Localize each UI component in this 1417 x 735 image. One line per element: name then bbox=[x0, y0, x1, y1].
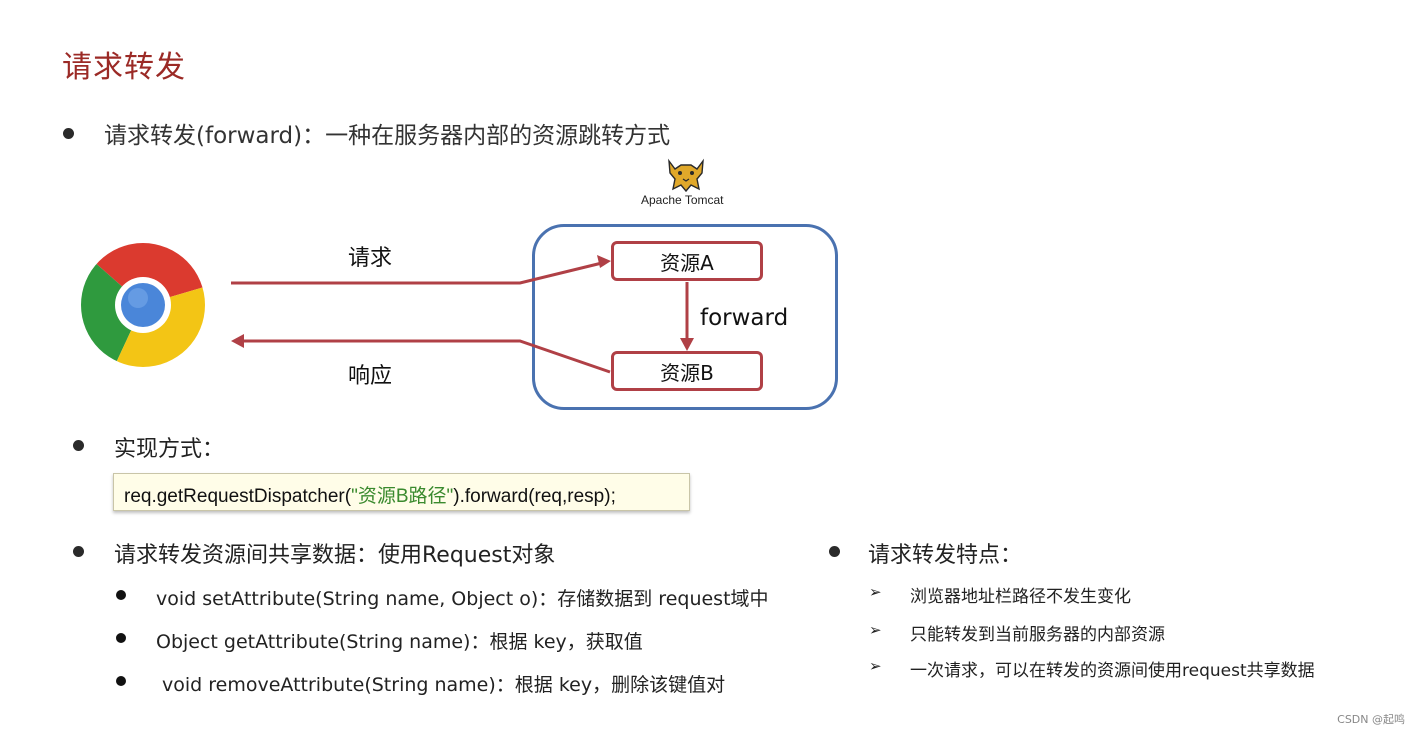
bullet-dot bbox=[116, 590, 126, 600]
bullet-dot bbox=[73, 440, 84, 451]
response-arrow-line bbox=[240, 339, 611, 374]
resource-b-label: 资源B bbox=[660, 360, 714, 385]
watermark: CSDN @起鸣 bbox=[1337, 713, 1405, 726]
feature-item: 浏览器地址栏路径不发生变化 bbox=[910, 587, 1131, 607]
browser-icon bbox=[81, 243, 205, 367]
code-string: "资源B路径" bbox=[351, 486, 454, 507]
intro-text: 请求转发(forward)：一种在服务器内部的资源跳转方式 bbox=[104, 123, 671, 149]
code-prefix: req.getRequestDispatcher( bbox=[124, 486, 352, 507]
response-arrowhead bbox=[231, 334, 244, 348]
feature-item: 一次请求，可以在转发的资源间使用request共享数据 bbox=[910, 661, 1315, 681]
implementation-heading: 实现方式： bbox=[114, 437, 225, 462]
request-arrow-line bbox=[231, 260, 607, 285]
sharing-heading: 请求转发资源间共享数据：使用Request对象 bbox=[114, 543, 556, 568]
code-suffix: ).forward(req,resp); bbox=[453, 486, 616, 507]
bullet-dot bbox=[63, 128, 74, 139]
bullet-dot bbox=[116, 633, 126, 643]
bullet-dot bbox=[829, 546, 840, 557]
features-heading: 请求转发特点： bbox=[868, 543, 1023, 568]
chevron-right-icon: ➢ bbox=[869, 583, 882, 601]
forward-arrowhead bbox=[680, 338, 694, 351]
api-item-set-attribute: void setAttribute(String name, Object o)… bbox=[156, 588, 769, 610]
api-item-get-attribute: Object getAttribute(String name)：根据 key，… bbox=[156, 631, 643, 653]
resource-a-label: 资源A bbox=[660, 250, 714, 275]
request-arrowhead bbox=[597, 255, 611, 268]
tomcat-icon bbox=[668, 158, 704, 193]
bullet-dot bbox=[116, 676, 126, 686]
chevron-right-icon: ➢ bbox=[869, 657, 882, 675]
page-title: 请求转发 bbox=[62, 50, 186, 85]
resource-a-box: 资源A bbox=[611, 241, 763, 281]
code-snippet: req.getRequestDispatcher("资源B路径").forwar… bbox=[113, 473, 690, 511]
resource-b-box: 资源B bbox=[611, 351, 763, 391]
api-item-remove-attribute: void removeAttribute(String name)：根据 key… bbox=[156, 674, 726, 696]
chevron-right-icon: ➢ bbox=[869, 621, 882, 639]
tomcat-label: Apache Tomcat bbox=[641, 193, 724, 207]
bullet-dot bbox=[73, 546, 84, 557]
forward-label: forward bbox=[700, 305, 789, 331]
request-label: 请求 bbox=[348, 246, 393, 271]
feature-item: 只能转发到当前服务器的内部资源 bbox=[910, 625, 1165, 645]
server-container bbox=[532, 224, 838, 410]
response-label: 响应 bbox=[348, 364, 393, 389]
